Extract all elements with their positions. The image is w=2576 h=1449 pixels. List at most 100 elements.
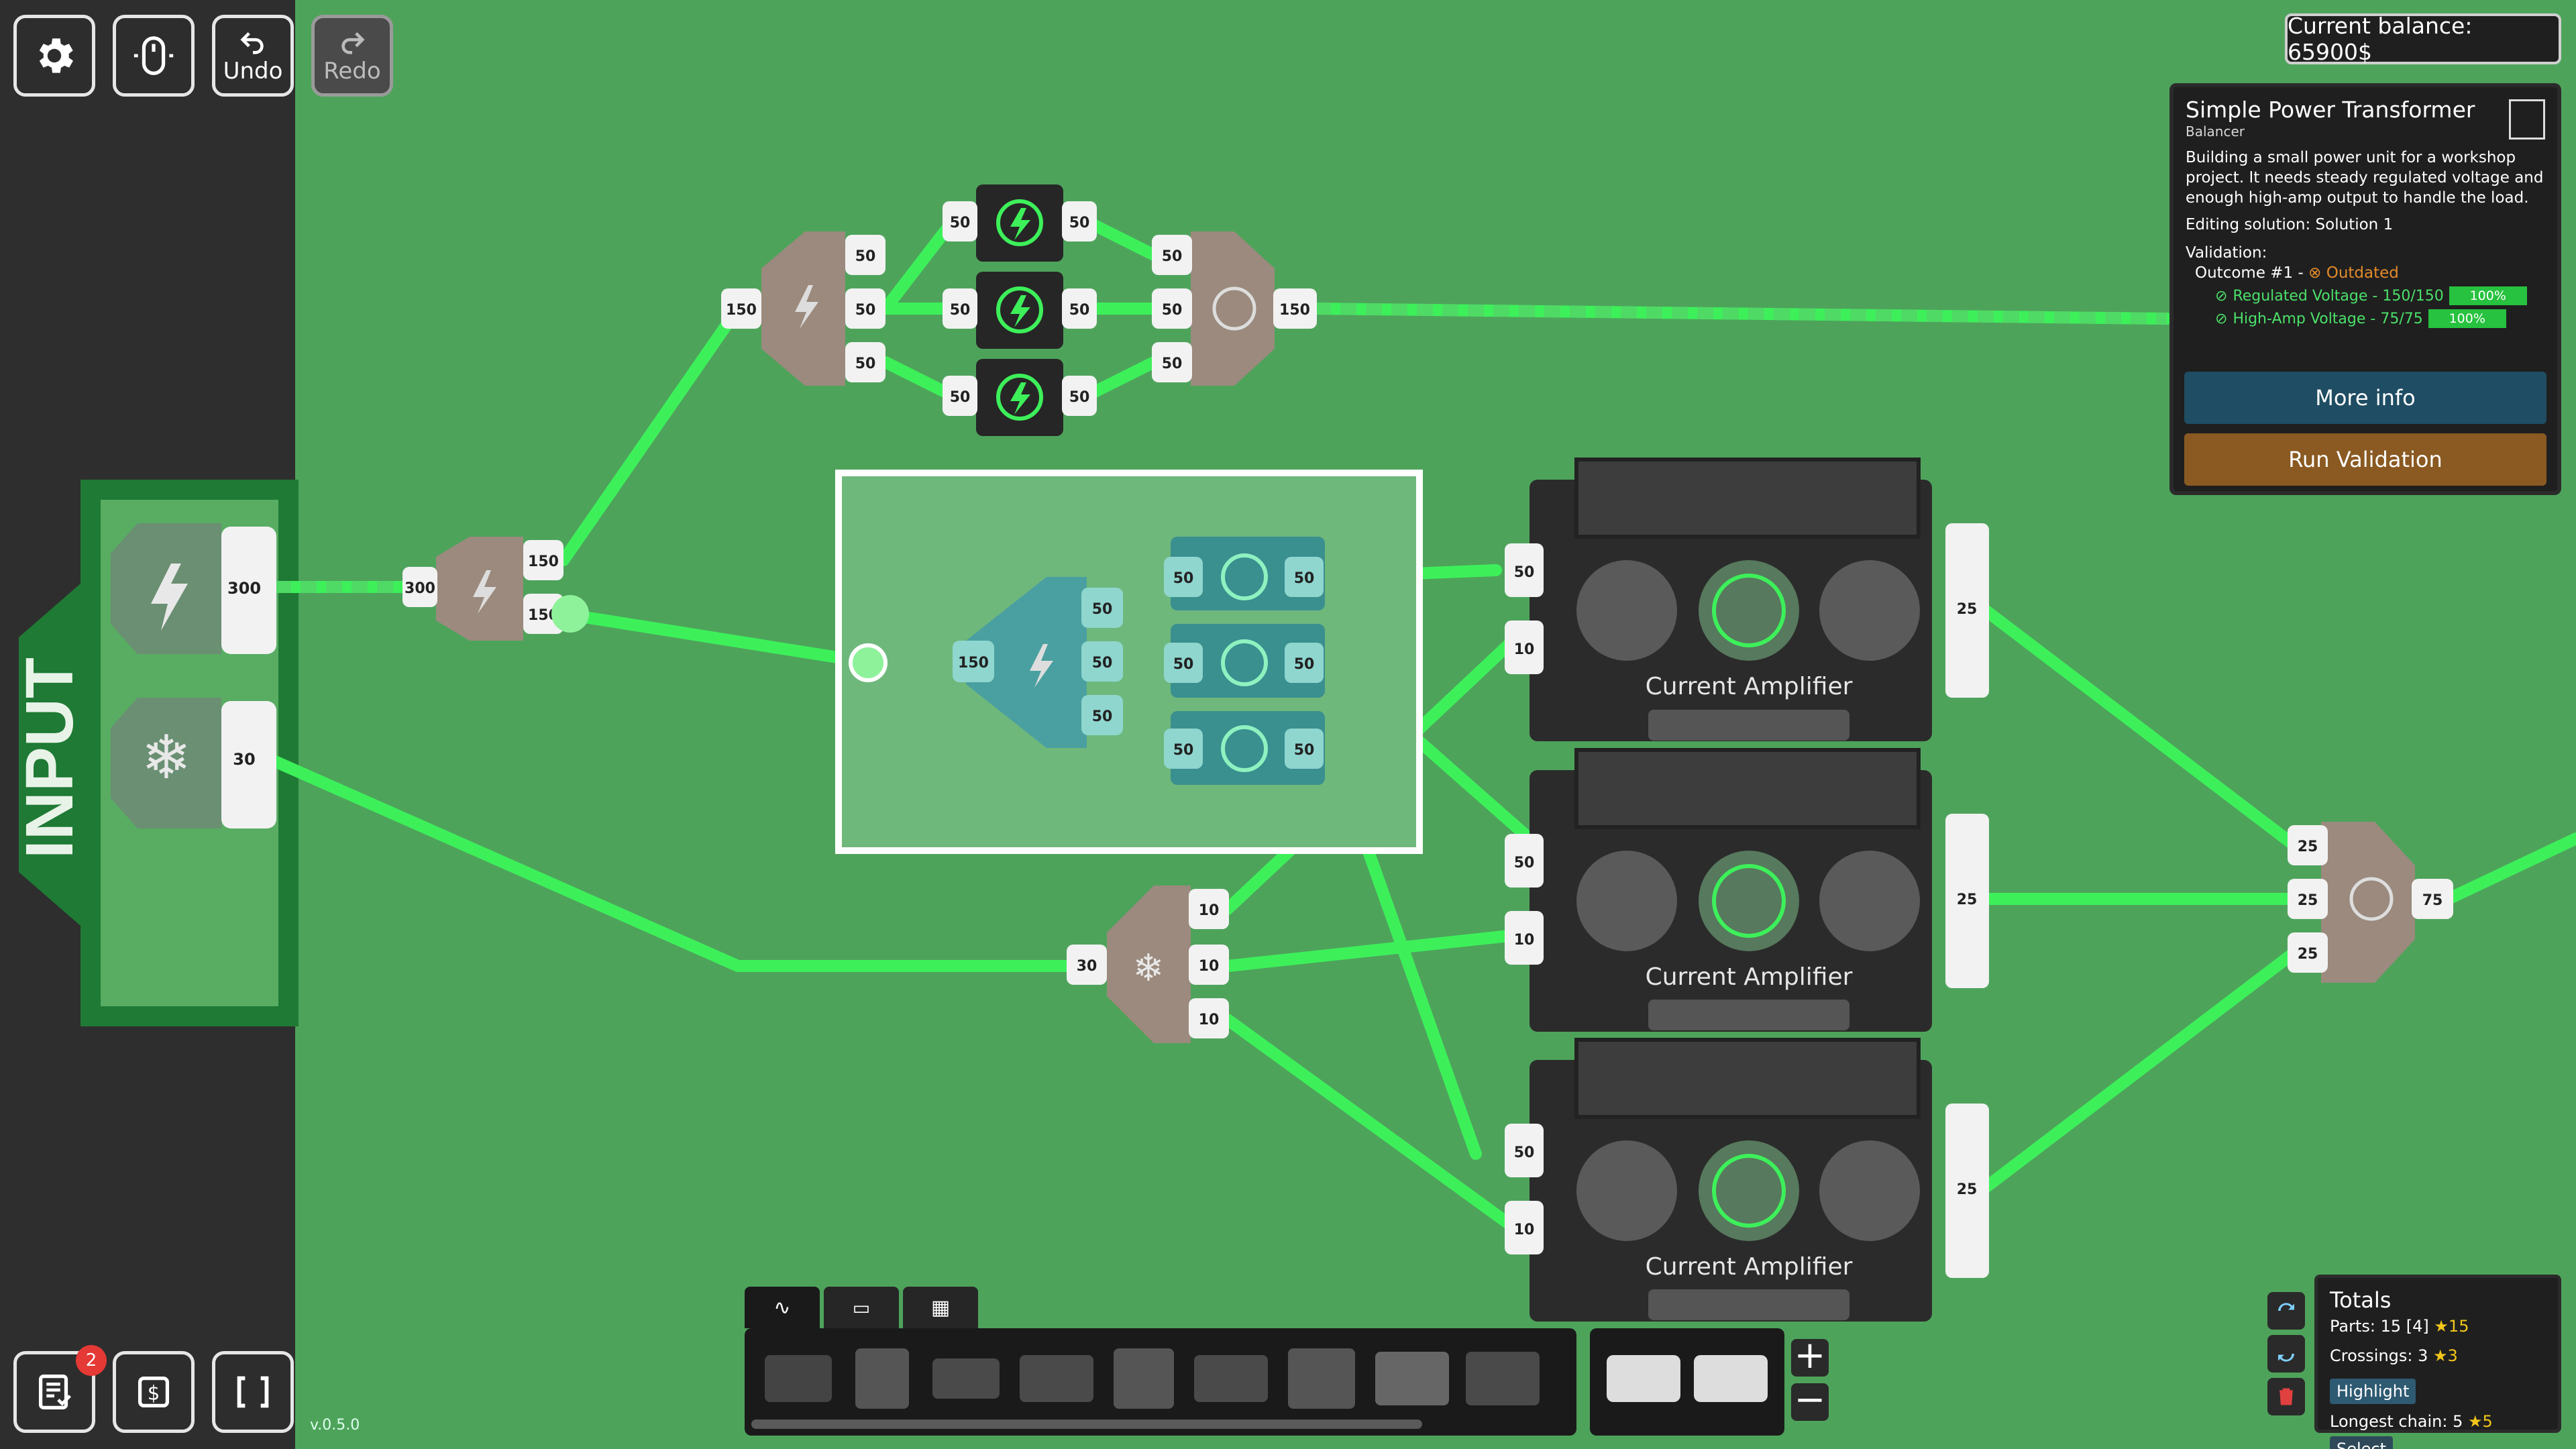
puzzle-info-panel: Simple Power Transformer Balancer Buildi…	[2169, 83, 2561, 495]
tab-components[interactable]: ▭	[824, 1287, 899, 1328]
svg-text:50: 50	[855, 302, 876, 319]
power-splitter-selected[interactable]: 150 50 50 50	[953, 577, 1123, 748]
input-cold-source[interactable]: 30 ❄	[111, 698, 276, 828]
part-module[interactable]	[1466, 1352, 1540, 1405]
undo-label: Undo	[223, 58, 283, 85]
more-info-button[interactable]: More info	[2184, 372, 2546, 424]
tab-chips[interactable]: ▦	[903, 1287, 978, 1328]
selection-box[interactable]	[835, 470, 1423, 854]
zoom-out-button[interactable]: −	[1791, 1381, 1829, 1421]
svg-text:50: 50	[950, 302, 971, 319]
part-logic[interactable]	[1194, 1355, 1268, 1402]
voltage-regulator-top-3[interactable]: 50 50	[943, 359, 1097, 436]
balance-text: Current balance: 65900$	[2288, 13, 2473, 65]
voltage-regulator-top-1[interactable]: 50 50	[943, 184, 1097, 262]
svg-text:30: 30	[233, 750, 255, 769]
voltage-regulator-selected-2[interactable]: 50 50	[1164, 624, 1325, 698]
svg-text:50: 50	[1294, 742, 1315, 759]
crossings-star: ★3	[2433, 1346, 2458, 1365]
power-merger-top[interactable]: 50 50 50 150	[1152, 231, 1317, 386]
part-merger[interactable]	[1694, 1355, 1768, 1402]
part-capacitor[interactable]	[1020, 1355, 1093, 1402]
svg-text:Current Amplifier: Current Amplifier	[1646, 963, 1853, 991]
current-amplifier-3[interactable]: 50 10 25 Current Amplifier	[1505, 1038, 1989, 1322]
undo-icon	[240, 32, 264, 54]
svg-text:150: 150	[528, 553, 559, 570]
redo-icon	[341, 32, 365, 54]
svg-text:50: 50	[1162, 302, 1183, 319]
input-label: INPUT	[12, 657, 87, 859]
part-amplifier[interactable]	[1375, 1352, 1449, 1405]
brackets-icon	[237, 1376, 269, 1408]
svg-text:300: 300	[227, 579, 261, 598]
svg-text:50: 50	[855, 356, 876, 372]
part-resistor[interactable]	[932, 1358, 1000, 1399]
trash-icon[interactable]	[2267, 1378, 2305, 1415]
zoom-in-button[interactable]: +	[1791, 1337, 1829, 1377]
chip-dollar-icon: $	[138, 1376, 170, 1408]
board-icon: ▭	[852, 1296, 871, 1319]
part-regulator[interactable]	[765, 1355, 832, 1402]
mouse-controls-button[interactable]	[113, 15, 195, 97]
voltage-regulator-top-2[interactable]: 50 50	[943, 272, 1097, 349]
svg-text:25: 25	[1957, 892, 1978, 908]
part-processor[interactable]	[1288, 1348, 1355, 1409]
svg-text:50: 50	[1162, 356, 1183, 372]
undo-button[interactable]: Undo	[212, 15, 294, 97]
run-validation-button[interactable]: Run Validation	[2184, 433, 2546, 486]
progress-bar: 100%	[2428, 309, 2506, 328]
validation-label: Validation:	[2186, 244, 2267, 262]
highlight-button[interactable]: Highlight	[2330, 1379, 2416, 1404]
check-row-high-amp: ⊘ High-Amp Voltage - 75/75 100%	[2186, 306, 2545, 331]
voltage-regulator-selected-3[interactable]: 50 50	[1164, 711, 1325, 785]
svg-text:150: 150	[1279, 302, 1310, 319]
economy-button[interactable]: $	[113, 1351, 195, 1433]
rotate-icon[interactable]	[2267, 1292, 2305, 1330]
svg-text:10: 10	[1514, 1222, 1535, 1238]
chain-row: Longest chain: 5 ★5 Select	[2330, 1408, 2546, 1449]
balance-display: Current balance: 65900$	[2285, 13, 2561, 65]
settings-button[interactable]	[13, 15, 95, 97]
input-power-source[interactable]: 300	[111, 523, 276, 654]
power-check-icon: ⊘	[2215, 287, 2228, 305]
check-label: Regulated Voltage - 150/150	[2233, 287, 2444, 305]
svg-text:25: 25	[2298, 892, 2318, 909]
svg-text:50: 50	[855, 248, 876, 265]
current-amplifier-1[interactable]: 50 10 25 Current Amplifier	[1505, 458, 1989, 741]
power-merger-right[interactable]: 25 25 25 75	[2288, 822, 2453, 983]
svg-text:10: 10	[1514, 641, 1535, 658]
select-button[interactable]: Select	[2330, 1436, 2394, 1449]
svg-text:10: 10	[1199, 1012, 1220, 1028]
svg-text:150: 150	[958, 655, 989, 672]
voltage-regulator-selected-1[interactable]: 50 50	[1164, 537, 1325, 610]
svg-text:50: 50	[1294, 656, 1315, 673]
svg-text:50: 50	[1173, 742, 1194, 759]
parts-text: Parts: 15 [4]	[2330, 1317, 2429, 1336]
power-splitter-top[interactable]: 150 50 50 50	[721, 231, 885, 386]
tab-signals[interactable]: ∿	[745, 1287, 820, 1328]
outcome-status: Outdated	[2326, 264, 2399, 282]
svg-text:50: 50	[1069, 302, 1090, 319]
part-transformer[interactable]	[1114, 1348, 1174, 1409]
part-splitter[interactable]	[1607, 1355, 1680, 1402]
objectives-button[interactable]: 2	[13, 1345, 107, 1433]
svg-text:50: 50	[1069, 215, 1090, 231]
code-button[interactable]	[212, 1351, 294, 1433]
svg-text:150: 150	[726, 302, 757, 319]
checklist-icon	[38, 1375, 71, 1409]
svg-text:50: 50	[1173, 656, 1194, 673]
svg-text:50: 50	[1069, 389, 1090, 406]
svg-text:75: 75	[2422, 892, 2443, 909]
chart-icon[interactable]	[2509, 99, 2545, 140]
redo-button[interactable]: Redo	[311, 15, 393, 97]
palette-scrollbar[interactable]	[751, 1419, 1422, 1429]
chain-text: Longest chain: 5	[2330, 1412, 2463, 1431]
current-amplifier-2[interactable]: 50 10 25 Current Amplifier	[1505, 748, 1989, 1032]
power-splitter-main[interactable]: 300 150 150	[402, 537, 589, 641]
part-timer[interactable]	[855, 1348, 909, 1409]
cold-splitter[interactable]: 30 10 10 10 ❄	[1067, 885, 1229, 1043]
component-palette	[745, 1328, 1576, 1436]
refresh-icon[interactable]	[2267, 1335, 2305, 1373]
svg-text:50: 50	[1514, 1144, 1535, 1161]
